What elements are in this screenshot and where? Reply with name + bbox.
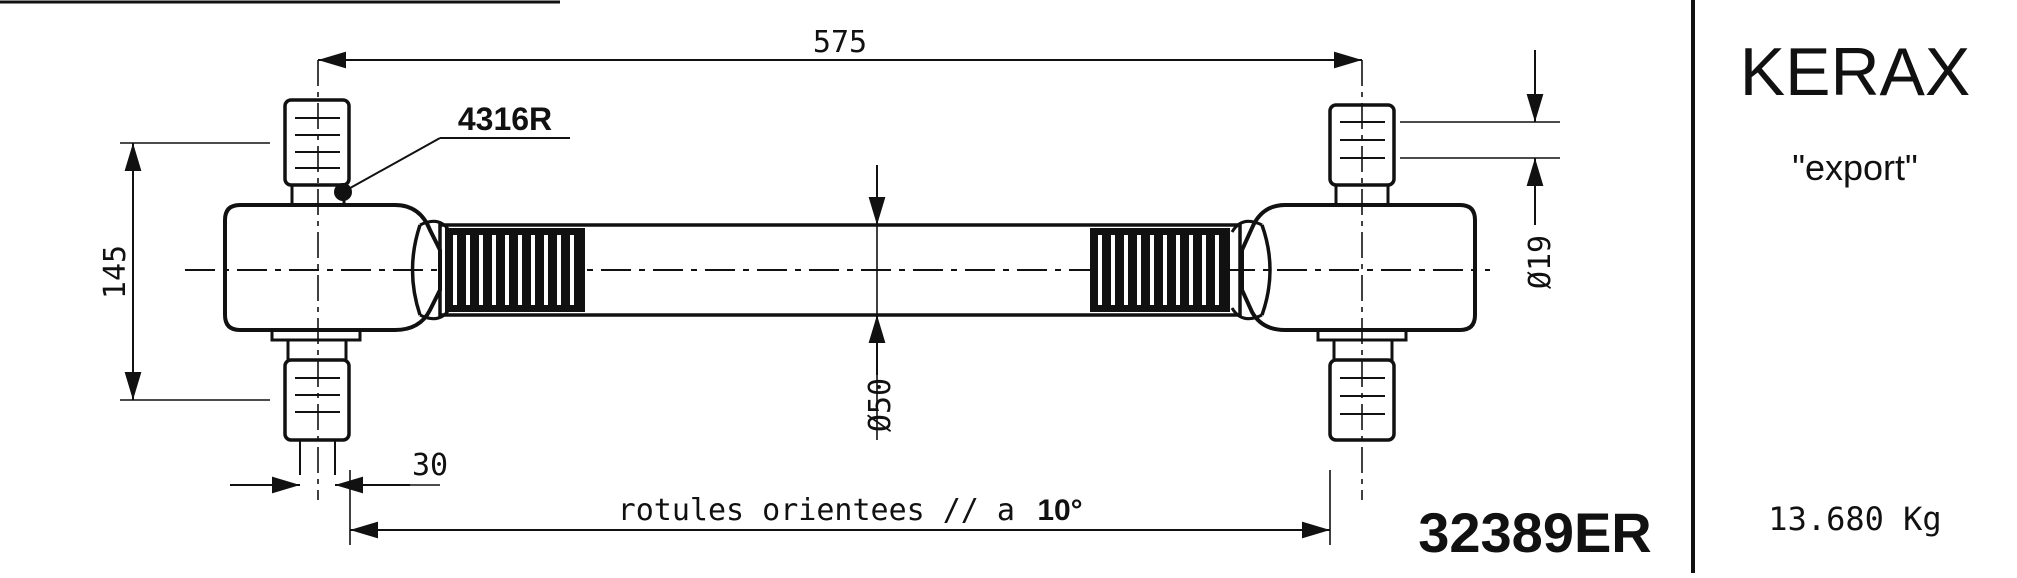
orientation-note: rotules orientees // a [618,493,1015,528]
offset-label: 30 [412,448,448,483]
callout-leader [342,137,570,193]
pin-diameter-label: Ø19 [1523,235,1558,289]
height-label: 145 [98,245,133,299]
variant-label: "export" [1792,147,1918,188]
rod-diameter-label: Ø50 [863,378,898,432]
dim-height [120,142,270,401]
weight-label: 13.680 Kg [1768,500,1941,538]
orientation-angle: 10° [1037,494,1082,527]
callout-part-label: 4316R [458,101,552,137]
right-joint [1230,60,1560,500]
part-number: 32389ER [1418,501,1652,564]
left-joint [223,60,452,500]
model-title: KERAX [1740,34,1971,110]
length-label: 575 [813,25,867,60]
rod [438,223,1242,317]
dim-bottom [349,470,1331,545]
